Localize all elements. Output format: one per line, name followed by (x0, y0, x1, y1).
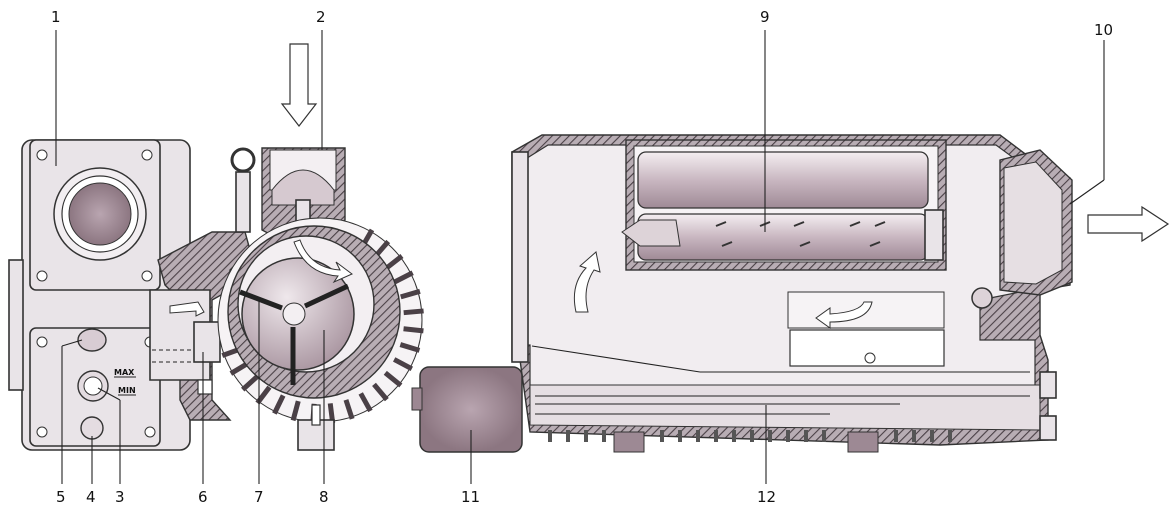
inlet-valve (271, 169, 335, 206)
screw (144, 426, 156, 438)
screw (864, 352, 876, 364)
lifting-eye (230, 147, 256, 173)
cooling-fin (399, 342, 421, 353)
callout-1: 1 (51, 8, 61, 26)
callout-12: 12 (757, 488, 776, 506)
rotor-shaft (282, 302, 306, 326)
vane (239, 289, 283, 311)
check-valve (193, 321, 221, 363)
screw (141, 149, 153, 161)
callout-11: 11 (461, 488, 480, 506)
arrow-right-icon (1087, 205, 1170, 243)
oil-reservoir (529, 384, 1041, 431)
cooling-fin (403, 326, 424, 334)
cooling-fin (393, 270, 414, 285)
cooling-fin (229, 361, 250, 376)
filter-end-cap (621, 219, 681, 247)
bottom-cooling-fins (548, 430, 952, 442)
cooling-fin (241, 374, 260, 392)
screw (36, 426, 48, 438)
screw (36, 336, 48, 348)
screw (36, 149, 48, 161)
callout-5: 5 (56, 488, 66, 506)
foot (847, 431, 879, 453)
arrow-down-icon (280, 43, 318, 127)
filter-cylinder-upper (637, 151, 929, 209)
side-flange (8, 259, 24, 391)
callout-2: 2 (316, 8, 326, 26)
flow-arrow-icon (573, 251, 601, 313)
cooling-fin (272, 394, 286, 415)
front-flange (511, 151, 529, 363)
lifting-eye-stem (235, 171, 251, 233)
oil-flow-arrow (169, 301, 205, 317)
oil-drain-plug (80, 416, 104, 440)
callout-3: 3 (115, 488, 125, 506)
flow-arrow-icon (815, 301, 873, 329)
screw (141, 270, 153, 282)
callout-6: 6 (198, 488, 208, 506)
cooling-fin (392, 357, 414, 372)
cartridge-cap (411, 387, 423, 411)
cooling-fin (384, 254, 404, 271)
exhaust-bore (1003, 161, 1063, 285)
filter-slots (715, 221, 886, 247)
callout-4: 4 (86, 488, 96, 506)
vane (303, 283, 350, 309)
air-flow-arrow (293, 239, 353, 284)
gauge-max-label: MAX (114, 368, 135, 377)
cooling-fin (383, 370, 403, 388)
oil-sight-glass-inner (83, 376, 103, 396)
side-fitting (1039, 371, 1057, 399)
valve-nut (197, 379, 213, 395)
oil-fill-plug (77, 328, 107, 352)
callout-9: 9 (760, 8, 770, 26)
cooling-fin (358, 392, 373, 413)
left-end-view: MAX MIN (8, 139, 424, 451)
cooling-fin (372, 382, 389, 402)
leader-lines (55, 30, 1105, 484)
side-section-view (411, 134, 1170, 453)
side-fitting (1039, 415, 1057, 441)
gauge-min-label: MIN (118, 386, 136, 395)
housing-divider (531, 345, 701, 373)
callout-8: 8 (319, 488, 329, 506)
cooling-fin (403, 308, 424, 316)
screw (36, 270, 48, 282)
filter-cylinder-lower (637, 213, 929, 261)
callout-10: 10 (1094, 21, 1113, 39)
cooling-fin (400, 288, 421, 300)
motor-hub (68, 182, 132, 246)
cooling-fin (343, 399, 355, 420)
float-valve (971, 287, 993, 309)
mount-bolt (311, 404, 321, 426)
foot (613, 431, 645, 453)
callout-7: 7 (254, 488, 264, 506)
cooling-fin (290, 400, 301, 422)
filter-clamp (924, 209, 944, 261)
